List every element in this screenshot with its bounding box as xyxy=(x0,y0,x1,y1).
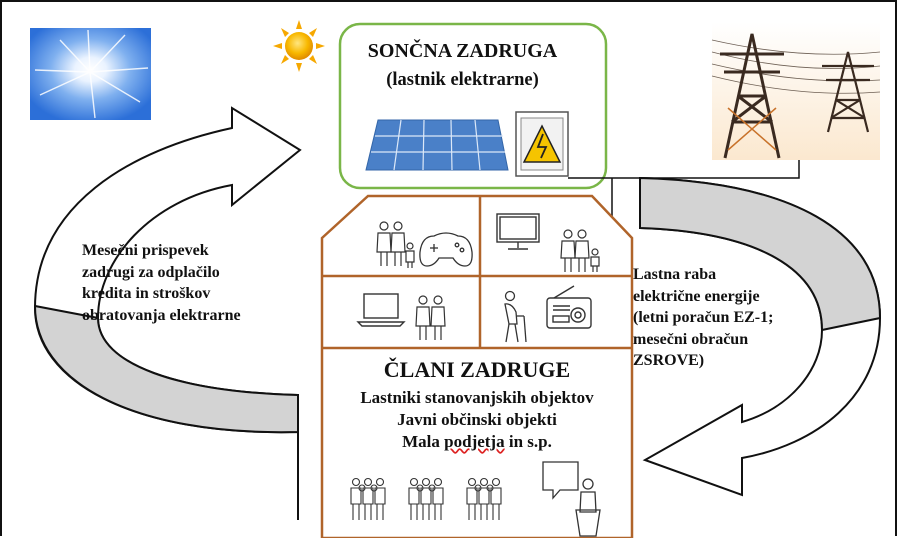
members-house xyxy=(320,194,634,538)
members-title: ČLANI ZADRUGE xyxy=(383,357,571,382)
group-of-people-icon xyxy=(350,477,502,520)
left-flow-text: Mesečni prispevek zadrugi za odplačilo k… xyxy=(82,240,241,326)
sky-sun-image-icon xyxy=(30,28,151,120)
power-line xyxy=(568,160,800,179)
electrical-hazard-meter-icon xyxy=(515,111,569,177)
right-flow-arrow xyxy=(639,176,882,497)
left-flow-arrow xyxy=(33,106,302,520)
right-flow-line: (letni poračun EZ-1; xyxy=(633,309,774,327)
members-line-business-b: podjetja xyxy=(444,432,505,451)
elderly-person-icon xyxy=(504,290,527,343)
left-flow-line: kredita in stroškov xyxy=(82,285,211,303)
right-flow-line: mesečni obračun xyxy=(633,330,749,348)
members-line-business-a: Mala xyxy=(402,432,445,451)
members-line-business: Mala podjetja in s.p. xyxy=(326,432,628,452)
left-flow-line: obratovanja elektrarne xyxy=(82,306,241,324)
members-line-residential: Lastniki stanovanjskih objektov xyxy=(360,388,594,407)
left-flow-line: Mesečni prispevek xyxy=(82,242,209,259)
members-line-business-c: in s.p. xyxy=(504,432,552,451)
radio-icon xyxy=(546,285,592,329)
solar-panel-icon xyxy=(365,119,509,171)
speaker-podium-icon xyxy=(542,461,601,537)
cooperative-title: SONČNA ZADRUGA xyxy=(367,40,558,62)
family-icon xyxy=(376,221,415,268)
right-flow-line: Lastna raba xyxy=(633,266,717,283)
right-flow-line: ZSROVE) xyxy=(633,352,705,370)
family-icon-2 xyxy=(560,229,600,272)
tv-icon xyxy=(496,213,540,250)
laptop-icon xyxy=(356,293,406,327)
right-flow-line: električne energije xyxy=(633,287,760,305)
right-flow-text: Lastna raba električne energije (letni p… xyxy=(633,264,773,372)
couple-icon xyxy=(415,295,446,340)
small-sun-icon xyxy=(273,20,325,72)
power-transmission-towers-icon xyxy=(711,22,881,160)
members-line-public: Javni občinski objekti xyxy=(397,410,557,429)
left-flow-line: zadrugi za odplačilo xyxy=(82,263,220,281)
cooperative-subtitle: (lastnik elektrarne) xyxy=(386,70,539,90)
game-controller-icon xyxy=(419,232,473,267)
